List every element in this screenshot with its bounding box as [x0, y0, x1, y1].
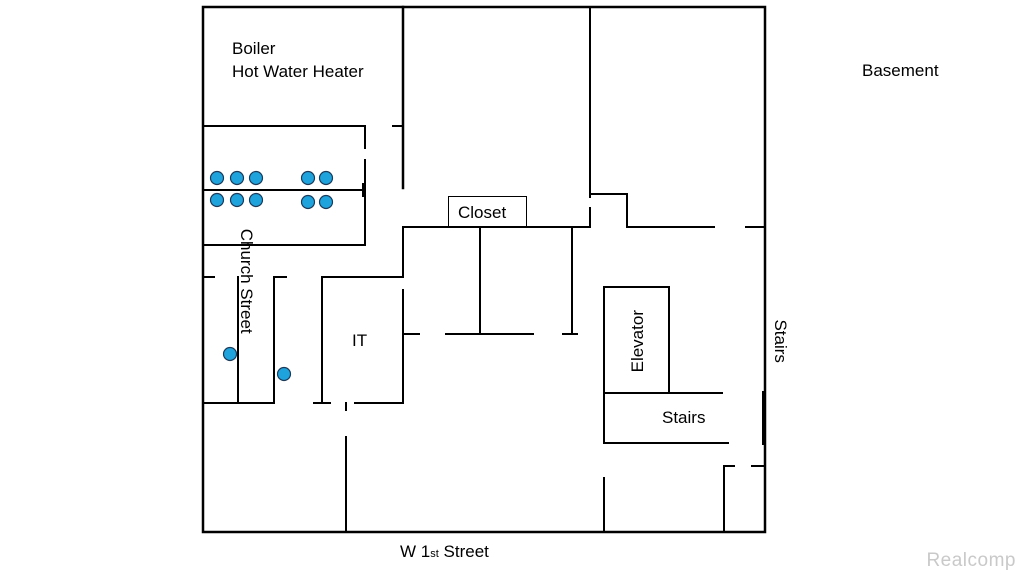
stairs-inner-label: Stairs	[662, 408, 706, 427]
elevator-label: Elevator	[627, 310, 647, 373]
it-label: IT	[352, 331, 368, 350]
blue-dot-icon	[248, 192, 264, 208]
walls	[201, 5, 767, 534]
blue-dot-icon	[229, 170, 245, 186]
blue-dot-icon	[222, 346, 238, 362]
blue-dot-icon	[300, 194, 316, 210]
blue-dot-icon	[318, 194, 334, 210]
blue-dot-icon	[248, 170, 264, 186]
closet-box	[448, 196, 527, 227]
closet-label: Closet	[458, 203, 507, 222]
blue-dot-icon	[229, 192, 245, 208]
watermark: Realcomp	[926, 550, 1016, 571]
blue-dot-icon	[300, 170, 316, 186]
stairs-right-label: Stairs	[771, 319, 791, 363]
outer-wall	[201, 5, 767, 534]
hot-water-heater-label: Hot Water Heater	[232, 62, 364, 81]
church-street-label: Church Street	[237, 228, 257, 334]
blue-dot-icon	[276, 366, 292, 382]
basement-label: Basement	[862, 61, 939, 80]
blue-dot-icon	[209, 170, 225, 186]
markers	[209, 170, 334, 382]
street-label: W 1st Street	[400, 542, 489, 562]
blue-dot-icon	[318, 170, 334, 186]
street-label-prefix: W 1	[400, 542, 431, 561]
blue-dot-icon	[209, 192, 225, 208]
boiler-label: Boiler	[232, 39, 276, 58]
street-label-sup: st	[430, 548, 439, 560]
elevator-shaft	[603, 286, 670, 394]
street-label-suffix: Street	[438, 542, 489, 561]
